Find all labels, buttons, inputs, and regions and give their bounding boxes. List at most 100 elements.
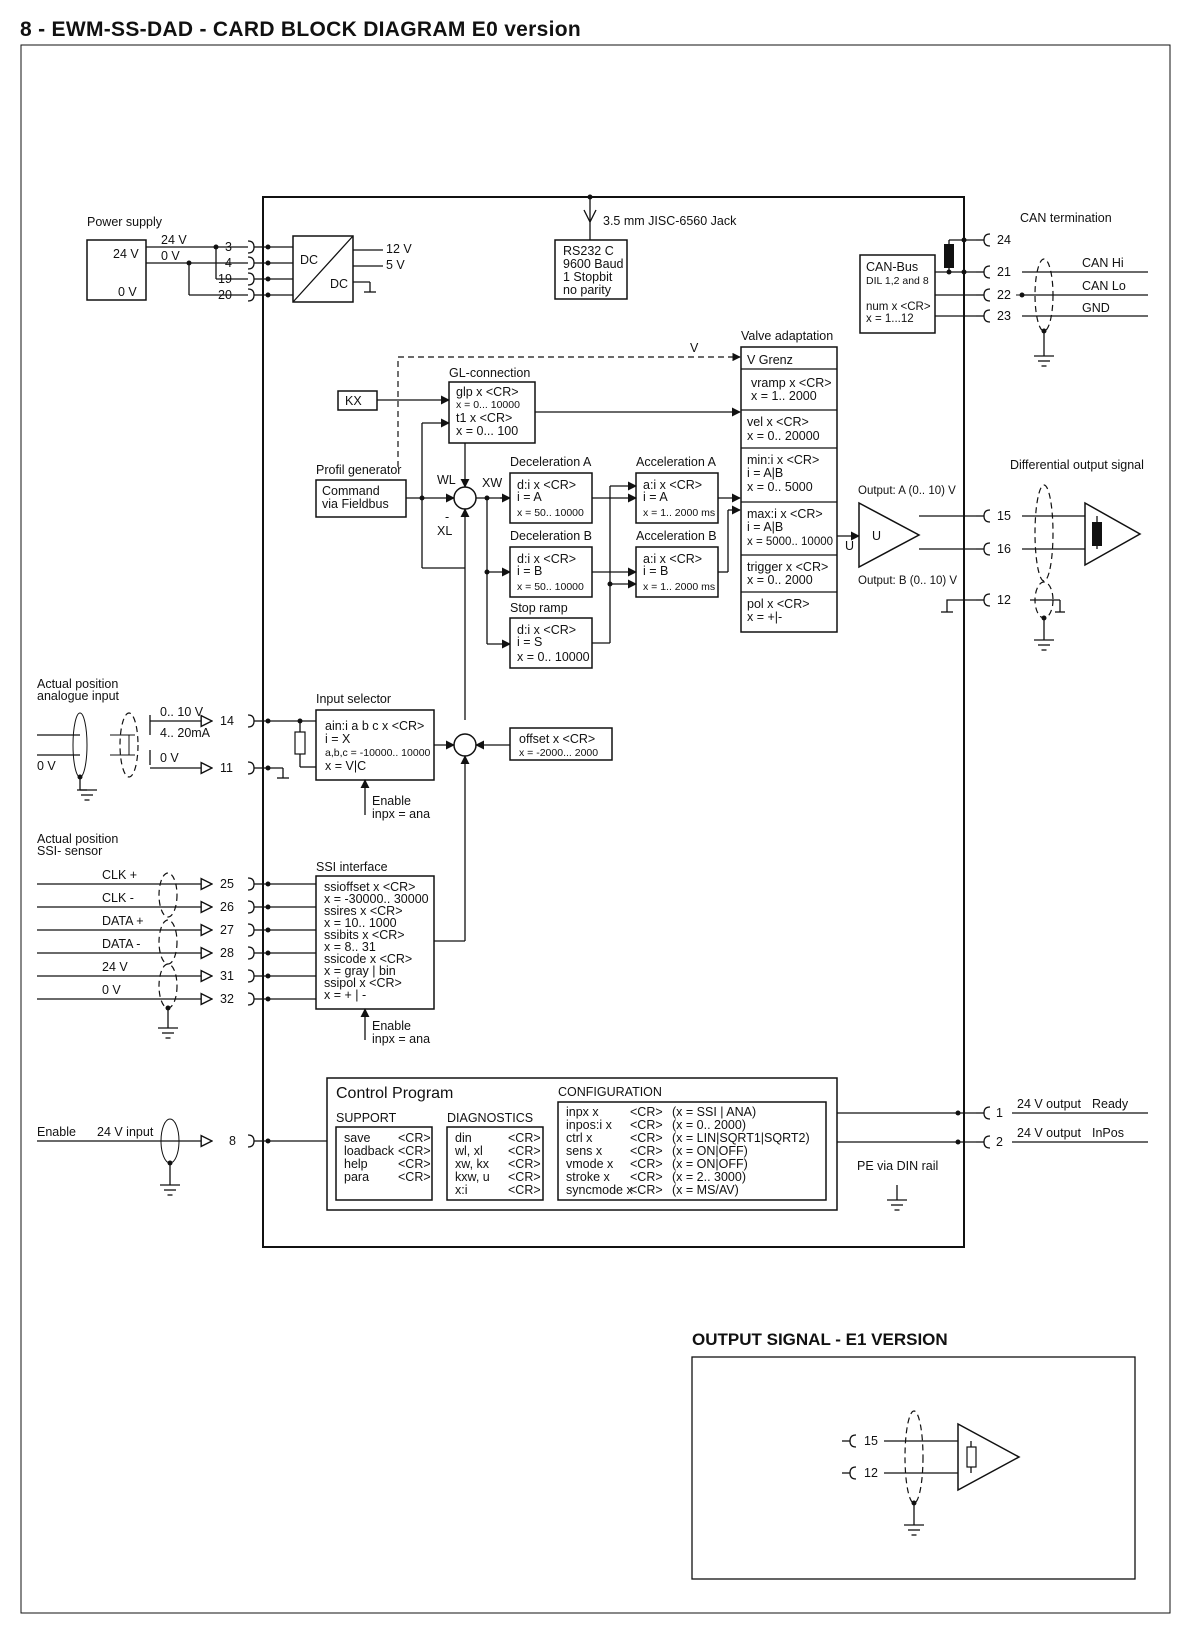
svg-text:DC: DC (300, 253, 318, 267)
svg-text:ssipol x <CR>: ssipol x <CR> (324, 976, 402, 990)
svg-text:Output: B (0.. 10) V: Output: B (0.. 10) V (858, 575, 957, 587)
svg-text:9600 Baud: 9600 Baud (563, 257, 624, 271)
svg-text:x = 0... 10000: x = 0... 10000 (456, 399, 520, 411)
svg-text:no parity: no parity (563, 283, 612, 297)
svg-text:x:i: x:i (455, 1183, 468, 1197)
svg-text:<CR>: <CR> (398, 1144, 431, 1158)
svg-text:syncmode x: syncmode x (566, 1183, 633, 1197)
svg-text:x = 0.. 20000: x = 0.. 20000 (747, 429, 820, 443)
svg-text:x = V|C: x = V|C (325, 759, 366, 773)
svg-text:Input selector: Input selector (316, 692, 391, 706)
svg-text:x = 50.. 10000: x = 50.. 10000 (517, 507, 584, 519)
valve-adaptation-box (740, 346, 838, 633)
svg-text:Output: A (0.. 10) V: Output: A (0.. 10) V (858, 485, 956, 497)
svg-text:Stop ramp: Stop ramp (510, 601, 568, 615)
diagnostics-box (446, 1126, 544, 1201)
svg-text:d:i x <CR>: d:i x <CR> (517, 478, 576, 492)
analogue-input-section: Actual position analogue input 0 V 0.. 1… (37, 677, 316, 801)
gl-connection-box (448, 381, 536, 444)
svg-text:i = X: i = X (325, 732, 351, 746)
svg-text:i = A|B: i = A|B (747, 466, 783, 480)
card-outline (262, 196, 965, 1248)
pin-12: 12 (997, 593, 1011, 607)
svg-text:Deceleration B: Deceleration B (510, 529, 592, 543)
svg-text:a:i x <CR>: a:i x <CR> (643, 478, 702, 492)
svg-text:ssibits x <CR>: ssibits x <CR> (324, 928, 405, 942)
svg-text:a,b,c = -10000.. 10000: a,b,c = -10000.. 10000 (325, 747, 431, 759)
summing-node (453, 486, 477, 510)
svg-text:WL: WL (437, 473, 456, 487)
svg-text:inpos:i x: inpos:i x (566, 1118, 613, 1132)
pin-28: 28 (220, 946, 234, 960)
svg-text:Enable: Enable (37, 1125, 76, 1139)
svg-text:x = 0.. 2000: x = 0.. 2000 (747, 573, 813, 587)
svg-text:0 V: 0 V (161, 249, 180, 263)
svg-text:CLK -: CLK - (102, 891, 134, 905)
svg-text:Control Program: Control Program (336, 1085, 453, 1102)
svg-text:kxw, u: kxw, u (455, 1170, 490, 1184)
svg-text:analogue input: analogue input (37, 689, 120, 703)
e1-pin-12: 12 (864, 1466, 878, 1480)
svg-text:(x = SSI | ANA): (x = SSI | ANA) (672, 1105, 756, 1119)
svg-text:vramp x <CR>: vramp x <CR> (751, 376, 832, 390)
page-frame (20, 44, 1171, 1614)
svg-text:<CR>: <CR> (630, 1131, 663, 1145)
svg-text:i = B: i = B (517, 564, 542, 578)
svg-text:x = 8.. 31: x = 8.. 31 (324, 940, 376, 954)
svg-text:0 V: 0 V (118, 285, 137, 299)
svg-text:GL-connection: GL-connection (449, 366, 530, 380)
svg-text:DC: DC (330, 277, 348, 291)
can-bus-box (859, 254, 936, 334)
svg-text:ssioffset x <CR>: ssioffset x <CR> (324, 880, 415, 894)
svg-text:CAN Lo: CAN Lo (1082, 279, 1126, 293)
pin-14: 14 (220, 714, 234, 728)
svg-text:para: para (344, 1170, 369, 1184)
ramp-section: Deceleration A d:i x <CR> i = A x = 50..… (509, 455, 741, 669)
jack-label: 3.5 mm JISC-6560 Jack (603, 214, 737, 228)
svg-text:x = 1.. 2000 ms: x = 1.. 2000 ms (643, 581, 715, 593)
svg-text:x = 0.. 5000: x = 0.. 5000 (747, 480, 813, 494)
input-selector-section: Input selector ain:i a b c x <CR> i = X … (294, 692, 613, 941)
svg-text:12 V: 12 V (386, 242, 412, 256)
svg-text:x = -2000... 2000: x = -2000... 2000 (519, 747, 598, 759)
svg-text:GND: GND (1082, 301, 1110, 315)
pin-26: 26 (220, 900, 234, 914)
svg-text:SUPPORT: SUPPORT (336, 1111, 397, 1125)
svg-text:x = 0... 100: x = 0... 100 (456, 424, 518, 438)
can-section: CAN termination CAN-Bus DIL 1,2 and 8 nu… (859, 211, 1148, 367)
pin-11: 11 (220, 761, 233, 775)
e1-version-section: OUTPUT SIGNAL - E1 VERSION 15 12 (691, 1330, 1136, 1580)
svg-text:ain:i a b c x <CR>: ain:i a b c x <CR> (325, 719, 424, 733)
svg-text:i = A|B: i = A|B (747, 520, 783, 534)
pin-27: 27 (220, 923, 234, 937)
svg-text:Enable: Enable (372, 794, 411, 808)
svg-text:Acceleration B: Acceleration B (636, 529, 717, 543)
svg-text:XW: XW (482, 476, 502, 490)
svg-text:InPos: InPos (1092, 1126, 1124, 1140)
gl-connection-section: GL-connection glp x <CR> x = 0... 10000 … (337, 341, 741, 467)
svg-text:x = 1...12: x = 1...12 (866, 313, 914, 325)
page-title: 8 - EWM-SS-DAD - CARD BLOCK DIAGRAM E0 v… (20, 18, 581, 41)
can-termination-label: CAN termination (1020, 211, 1112, 225)
svg-text:5 V: 5 V (386, 258, 405, 272)
svg-text:wl, xl: wl, xl (454, 1144, 483, 1158)
svg-text:trigger x <CR>: trigger x <CR> (747, 560, 828, 574)
svg-text:<CR>: <CR> (398, 1157, 431, 1171)
svg-text:din: din (455, 1131, 472, 1145)
svg-text:<CR>: <CR> (508, 1170, 541, 1184)
differential-output-label: Differential output signal (1010, 458, 1144, 472)
svg-text:help: help (344, 1157, 368, 1171)
offset-summing-node (453, 733, 477, 757)
svg-text:glp x <CR>: glp x <CR> (456, 385, 519, 399)
svg-text:CAN Hi: CAN Hi (1082, 256, 1124, 270)
svg-text:24 V input: 24 V input (97, 1125, 154, 1139)
stop-ramp-box (509, 617, 593, 669)
svg-text:(x = 2.. 3000): (x = 2.. 3000) (672, 1170, 746, 1184)
svg-text:<CR>: <CR> (630, 1157, 663, 1171)
deceleration-b-box (509, 546, 593, 598)
svg-text:sens x: sens x (566, 1144, 603, 1158)
svg-text:<CR>: <CR> (508, 1144, 541, 1158)
svg-text:x = 1.. 2000: x = 1.. 2000 (751, 389, 817, 403)
svg-text:(x = MS/AV): (x = MS/AV) (672, 1183, 739, 1197)
acceleration-b-box (635, 546, 719, 598)
